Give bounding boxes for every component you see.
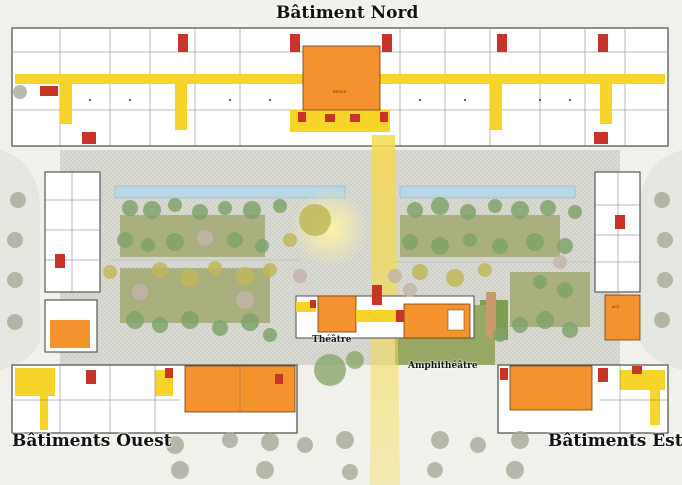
north-building <box>11 27 669 147</box>
label-batiments-ouest: Bâtiments Ouest <box>12 431 172 451</box>
plan-room-note: ACC. <box>612 305 621 309</box>
label-batiments-est: Bâtiments Est <box>548 431 682 451</box>
water-basin-east <box>399 185 576 199</box>
tree-canopy <box>7 85 673 480</box>
street-west <box>0 150 40 370</box>
west-building <box>11 171 298 434</box>
theatre-hall <box>317 295 357 333</box>
plan-room-note: ESPACE <box>333 90 347 94</box>
label-batiment-nord: Bâtiment Nord <box>276 3 419 23</box>
label-amphitheatre: Amphithéâtre <box>408 361 478 371</box>
theatre-complex <box>295 285 496 339</box>
street-trees <box>7 85 673 480</box>
street-east <box>640 150 682 370</box>
label-theatre: Théâtre <box>312 335 352 345</box>
east-building <box>497 171 669 434</box>
